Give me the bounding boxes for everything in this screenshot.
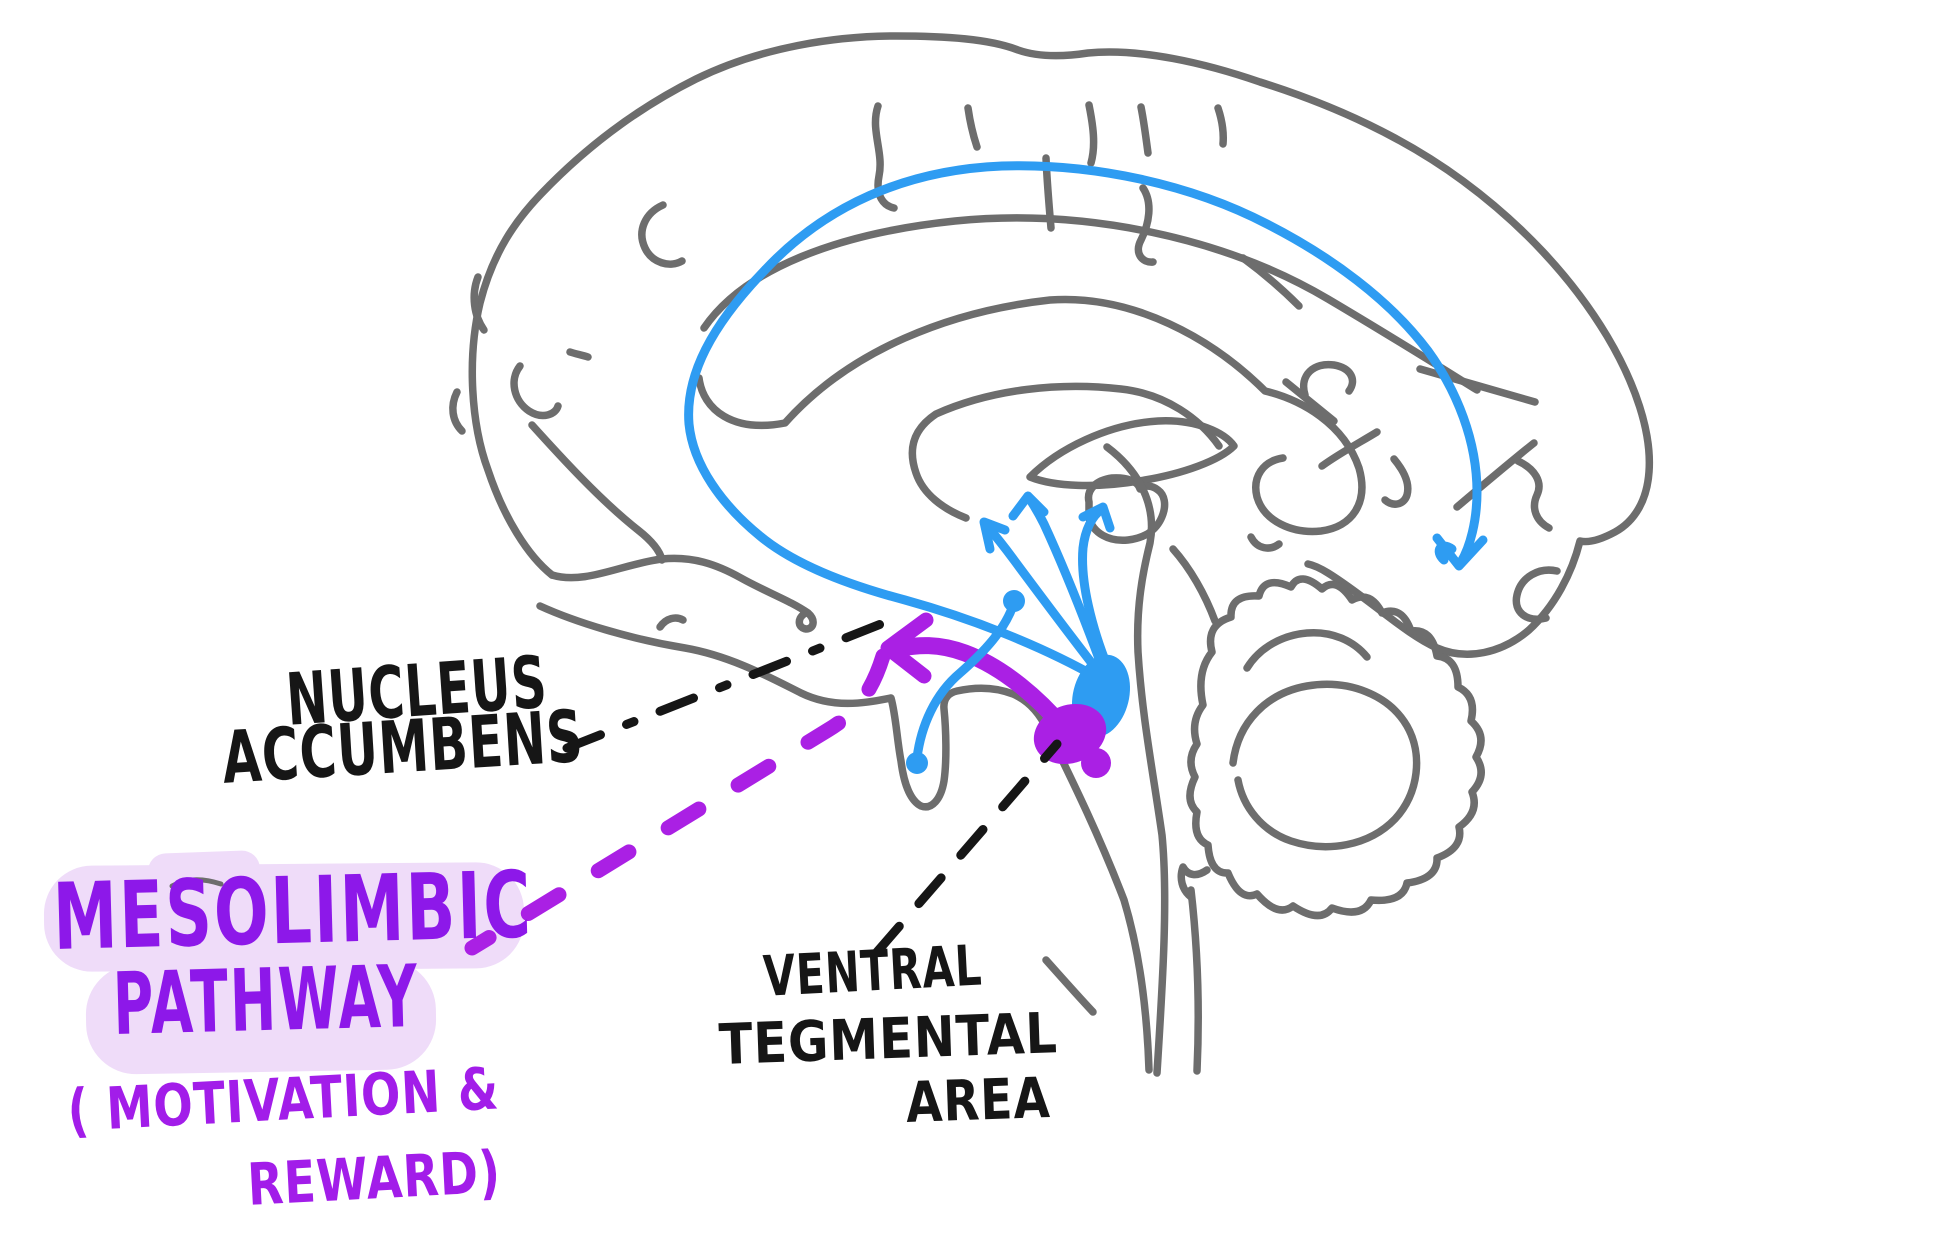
pineal-blob <box>1084 474 1169 544</box>
nucleus-accumbens-label-line2: ACCUMBENS <box>219 693 586 800</box>
fan-arrowhead-left <box>979 517 1010 554</box>
cerebellum-outline <box>1186 575 1485 920</box>
colliculus-line <box>1169 545 1219 625</box>
sulcus-mark <box>1239 254 1303 310</box>
sulcus-mark <box>1381 455 1412 508</box>
mesolimbic-pathway-label-line1: MESOLIMBIC <box>51 851 535 971</box>
mesocortical-arc <box>684 161 1482 683</box>
cingulate-sulcus <box>700 214 1481 394</box>
sulcus-mark <box>566 348 592 361</box>
fornix-leaf <box>1026 417 1238 490</box>
sulcus-mark <box>1453 439 1538 511</box>
callosum-inner-line <box>908 382 1223 522</box>
sulcus-mark <box>470 273 488 334</box>
ventral-tegmental-area-label-line1: VENTRAL <box>761 933 984 1010</box>
cerebellum-folia-row <box>1243 628 1371 672</box>
sulcus-mark <box>1282 378 1338 425</box>
motivation-reward-subtitle-line2: REWARD) <box>245 1137 503 1219</box>
fan-arrowhead-right <box>1078 502 1115 533</box>
mesolimbic-pathway-stroke <box>464 612 1072 956</box>
mesolimbic-arrowhead <box>880 612 934 684</box>
sulcus-mark <box>1514 457 1553 532</box>
splenium-curl <box>1247 533 1283 552</box>
sulci-marks <box>169 101 1561 889</box>
mesolimbic-dashed-leader <box>464 648 891 956</box>
sulcus-mark <box>656 614 687 631</box>
orbital-underside <box>548 554 817 633</box>
vta-leader-line <box>872 739 1062 957</box>
midbrain-medulla-dorsal <box>1103 443 1169 1077</box>
fan-line-right <box>1078 504 1113 673</box>
corpus-callosum-limbic-structures <box>695 214 1481 625</box>
medulla-inner <box>1042 956 1097 1016</box>
sulcus-mark <box>1512 566 1561 623</box>
sulcus-mark <box>871 102 898 212</box>
fan-line-left <box>982 521 1099 671</box>
sulcus-mark <box>1214 104 1227 148</box>
sulcus-mark <box>1085 101 1098 167</box>
ventral-tegmental-area-label-line2: TEGMENTAL <box>717 1001 1059 1078</box>
cerebellum-inner-swirl <box>1229 680 1421 851</box>
sulcus-mark <box>449 388 466 435</box>
sulcus-mark <box>1137 103 1152 157</box>
projection-start-dot <box>1003 590 1025 612</box>
sulcus-mark <box>638 201 686 268</box>
sulcus-mark <box>528 421 666 564</box>
temporal-hypothalamus-pons-line <box>536 602 1153 1074</box>
nucleus-accumbens-leader-line <box>562 617 891 753</box>
arc-arrowhead-loop <box>1434 541 1457 565</box>
sulcus-mark <box>964 104 981 151</box>
leader-lines <box>562 617 1062 957</box>
mesolimbic-path <box>892 637 1072 736</box>
blue-projection-pathway <box>684 161 1488 774</box>
sulcus-mark <box>510 362 562 420</box>
ventral-tegmental-area-label-line3: AREA <box>904 1065 1052 1136</box>
sulcus-mark <box>1299 360 1357 399</box>
brainstem <box>1042 443 1211 1077</box>
sulcus-mark <box>1134 184 1157 266</box>
fourth-ventricle-notch <box>1177 863 1211 901</box>
sulcus-mark <box>1318 428 1381 470</box>
pituitary-end-dot <box>906 752 928 774</box>
pencil-tilde <box>169 877 224 889</box>
cerebellum <box>1186 575 1485 920</box>
mesolimbic-pathway-label-line2: PATHWAY <box>111 946 421 1055</box>
pituitary-projection-line <box>912 598 1019 763</box>
medulla-right-edge <box>1187 886 1202 1075</box>
fan-arrowhead-middle <box>1008 491 1049 521</box>
vta-purple-blob-nub <box>1081 748 1111 778</box>
sulcus-mark <box>1416 365 1539 406</box>
corpus-callosum <box>695 295 1366 536</box>
